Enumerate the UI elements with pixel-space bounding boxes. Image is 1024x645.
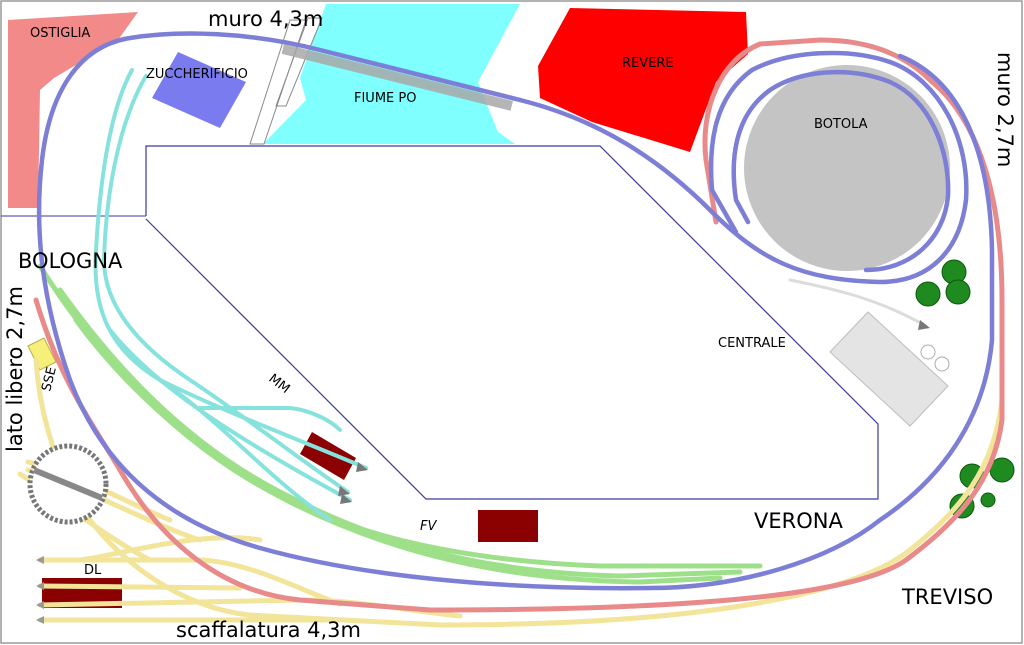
zuccherificio-label: ZUCCHERIFICIO: [146, 67, 248, 82]
muro-right-label: muro 2,7m: [993, 52, 1017, 167]
trees-upper: [915, 259, 971, 307]
scaffalatura-label: scaffalatura 4,3m: [176, 618, 361, 642]
botola-label: BOTOLA: [814, 117, 868, 132]
revere-label: REVERE: [622, 56, 674, 71]
centrale-label: CENTRALE: [718, 336, 786, 351]
green-tracks: [37, 263, 763, 585]
muro-top-label: muro 4,3m: [208, 7, 323, 31]
lato-libero-label: lato libero 2,7m: [3, 286, 27, 452]
central-void-outline: [145, 145, 879, 500]
botola-hatch: [744, 65, 950, 271]
fv-building: [478, 510, 538, 542]
centrale-tank: [934, 356, 950, 372]
cyan-tracks: [93, 68, 368, 522]
revere-area: [538, 8, 748, 152]
centrale-building: [829, 311, 949, 427]
mm-label: MM: [266, 371, 293, 397]
sse-label: SSE: [39, 365, 60, 393]
turntable-bridge: [32, 467, 104, 501]
centrale-siding-end: [918, 320, 930, 330]
cyan-track-ends: [338, 462, 368, 504]
bologna-label: BOLOGNA: [18, 249, 123, 273]
zuccherificio-building: [152, 52, 246, 128]
verona-label: VERONA: [754, 509, 843, 533]
po-bridge: [281, 44, 513, 111]
ostiglia-area: [8, 12, 138, 208]
treviso-label: TREVISO: [901, 585, 993, 609]
muro-wall-strips: [249, 17, 323, 145]
mm-building: [300, 432, 356, 480]
ostiglia-label: OSTIGLIA: [30, 26, 90, 41]
blue-main-track: [36, 31, 995, 591]
centrale-siding: [788, 278, 928, 328]
dl-label: DL: [84, 563, 102, 578]
centrale-tank: [920, 344, 936, 360]
yellow-track-ends: [36, 556, 44, 624]
fv-label: FV: [420, 519, 437, 534]
fiume-po-label: FIUME PO: [354, 91, 416, 106]
